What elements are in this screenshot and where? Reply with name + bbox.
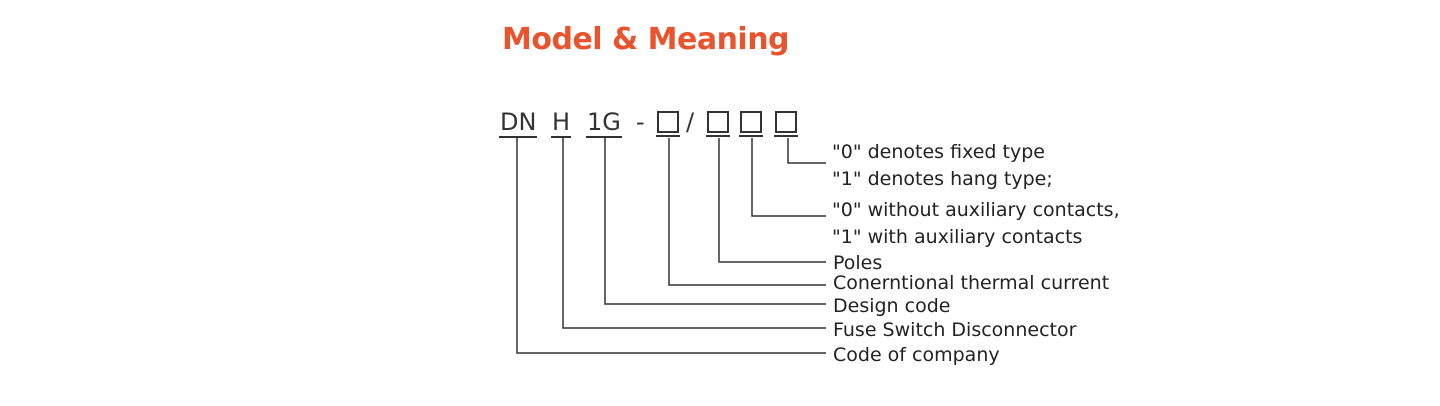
type-slot-box bbox=[774, 111, 798, 137]
connector-design bbox=[604, 138, 826, 305]
label-fuse: Fuse Switch Disconnector bbox=[833, 319, 1077, 341]
page-title: Model & Meaning bbox=[502, 22, 790, 57]
code-product: H bbox=[551, 108, 572, 138]
connector-poles bbox=[718, 138, 826, 263]
aux-slot-box bbox=[739, 111, 763, 137]
label-type-hang: "1" denotes hang type; bbox=[832, 168, 1053, 190]
current-slot-box bbox=[656, 111, 680, 137]
code-slash: / bbox=[686, 108, 695, 136]
label-design: Design code bbox=[833, 295, 951, 317]
connector-aux bbox=[751, 138, 826, 217]
label-aux-without: "0" without auxiliary contacts, bbox=[832, 199, 1120, 221]
code-dash: - bbox=[636, 108, 645, 136]
connector-company bbox=[516, 138, 826, 354]
label-type-fixed: "0" denotes fixed type bbox=[832, 141, 1045, 163]
label-current: Conerntional thermal current bbox=[833, 272, 1110, 294]
connector-fuse bbox=[562, 138, 826, 329]
connector-type bbox=[787, 138, 826, 164]
label-poles: Poles bbox=[833, 252, 883, 274]
label-aux-with: "1" with auxiliary contacts bbox=[832, 226, 1083, 248]
poles-slot-box bbox=[706, 111, 730, 137]
connector-current bbox=[668, 138, 826, 286]
label-company: Code of company bbox=[833, 344, 1000, 366]
code-company: DN bbox=[499, 108, 538, 138]
code-design: 1G bbox=[586, 108, 622, 138]
